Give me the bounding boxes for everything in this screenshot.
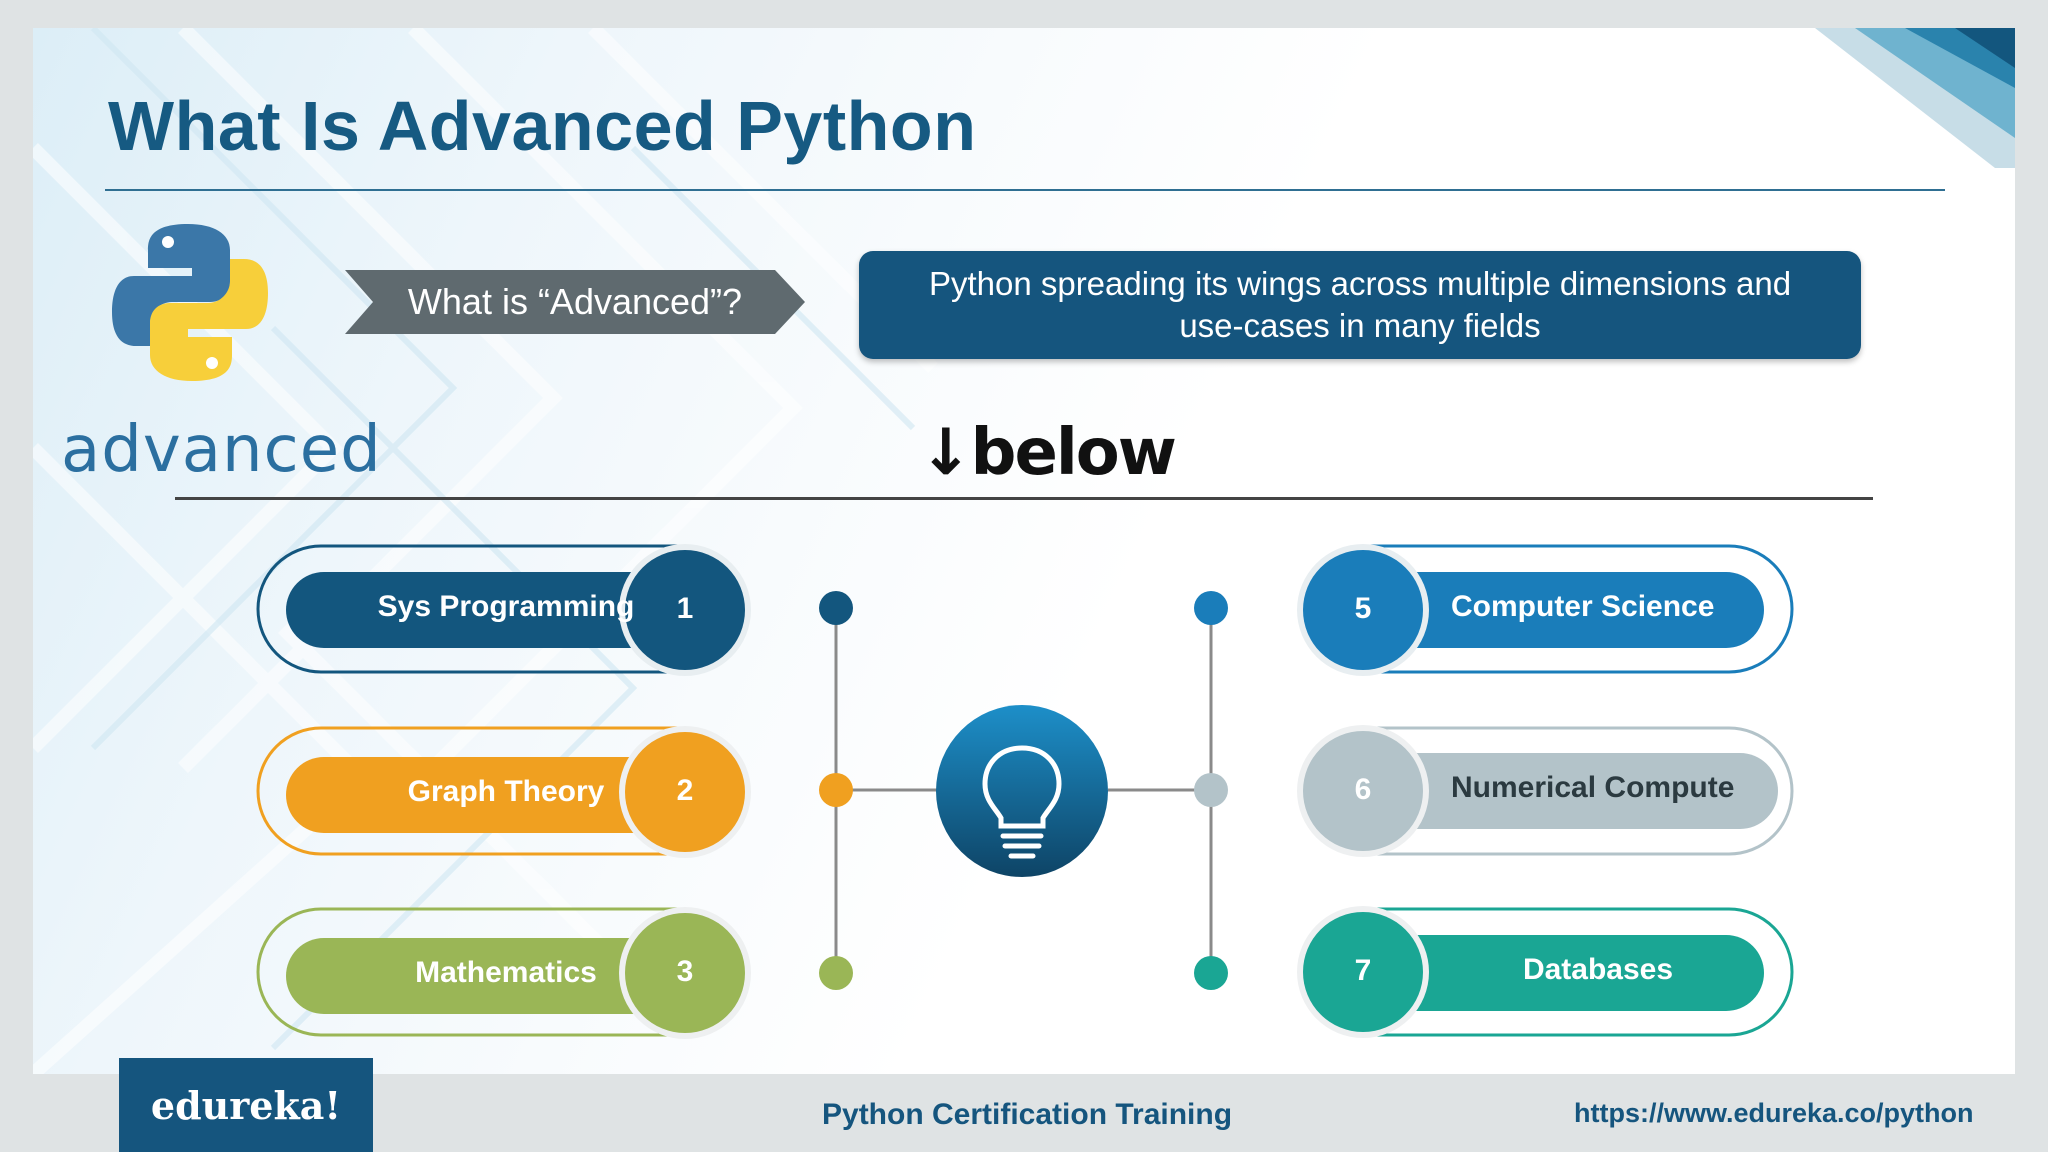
left-dot-2	[819, 773, 853, 807]
advanced-logo-text: advanced	[61, 413, 382, 487]
number-5: 5	[1354, 592, 1372, 625]
number-6: 6	[1354, 773, 1372, 806]
edureka-logo-text: edureka!	[150, 1082, 342, 1128]
number-2: 2	[676, 774, 694, 807]
right-item-5	[1297, 544, 1794, 676]
below-label: ↓below	[919, 416, 1177, 490]
left-item-3	[256, 907, 751, 1039]
question-banner-text: What is “Advanced”?	[407, 281, 743, 322]
label-computer-science: Computer Science	[1451, 590, 1715, 623]
fields-diagram	[256, 544, 1794, 1039]
right-item-7	[1297, 906, 1794, 1038]
left-item-2	[256, 726, 751, 858]
label-numerical-compute: Numerical Compute	[1451, 771, 1735, 804]
lightbulb-icon	[936, 705, 1108, 877]
below-text: below	[970, 416, 1177, 490]
left-dot-3	[819, 956, 853, 990]
python-logo-icon	[112, 224, 268, 381]
right-dot-5	[1194, 591, 1228, 625]
right-item-6	[1297, 725, 1794, 857]
right-dot-6	[1194, 773, 1228, 807]
edureka-logo[interactable]: edureka!	[119, 1058, 373, 1152]
left-item-1	[256, 544, 751, 676]
title-divider	[105, 189, 1945, 191]
page-title: What Is Advanced Python	[108, 87, 977, 165]
down-arrow-icon: ↓	[919, 416, 973, 490]
left-dot-1	[819, 591, 853, 625]
definition-box: Python spreading its wings across multip…	[859, 251, 1861, 359]
label-graph-theory: Graph Theory	[407, 775, 605, 808]
definition-text: Python spreading its wings across multip…	[928, 265, 1792, 344]
question-banner-shape	[345, 270, 805, 334]
number-3: 3	[676, 955, 694, 988]
slide: What Is Advanced Python advanced What is…	[33, 28, 2015, 1074]
course-url-link[interactable]: https://www.edureka.co/python	[1574, 1098, 1974, 1128]
label-mathematics: Mathematics	[415, 956, 597, 989]
course-title: Python Certification Training	[822, 1098, 1233, 1131]
label-databases: Databases	[1522, 953, 1674, 986]
right-dot-7	[1194, 956, 1228, 990]
number-7: 7	[1354, 954, 1372, 987]
label-sys-programming: Sys Programming	[377, 590, 635, 623]
corner-decoration	[1815, 28, 2015, 168]
section-divider	[175, 497, 1873, 500]
number-1: 1	[676, 592, 694, 625]
